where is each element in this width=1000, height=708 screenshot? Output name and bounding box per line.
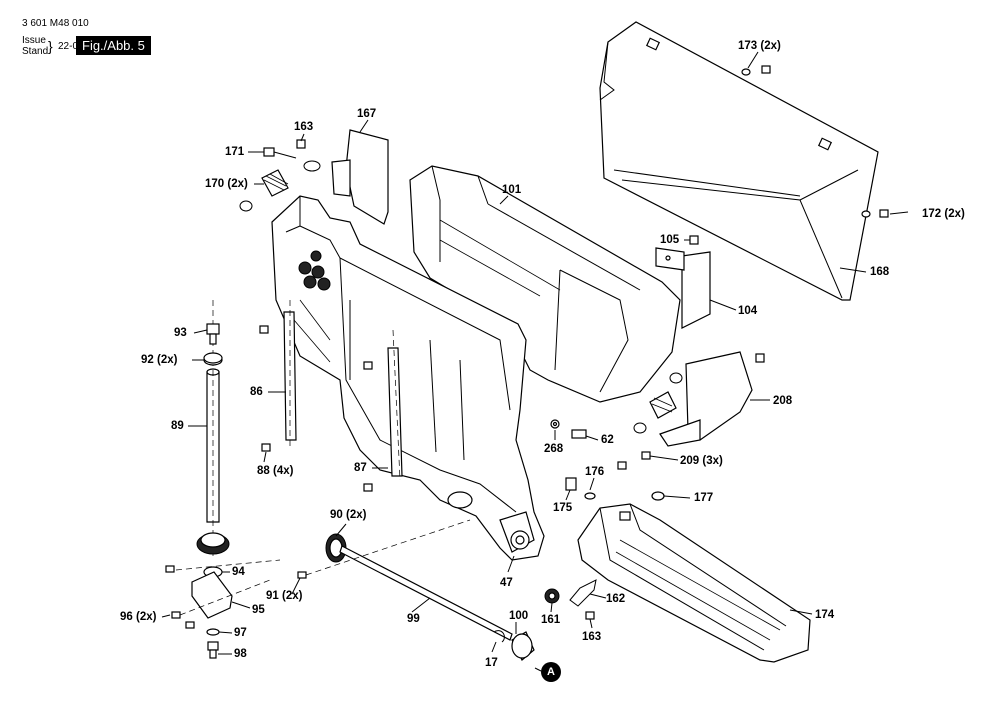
callout-47: 47 — [500, 577, 513, 589]
callout-97: 97 — [234, 627, 247, 639]
callout-173: 173 (2x) — [738, 40, 781, 52]
adjuster-assembly-94-95 — [165, 532, 281, 659]
reference-marker-a: A — [541, 662, 561, 682]
rods — [206, 300, 403, 560]
callout-87: 87 — [354, 462, 367, 474]
callout-161: 161 — [541, 614, 561, 626]
callout-95: 95 — [252, 604, 265, 616]
callout-86: 86 — [250, 386, 263, 398]
guard-208 — [633, 351, 765, 447]
figure-badge: Fig./Abb. 5 — [76, 36, 151, 55]
callout-62: 62 — [601, 434, 614, 446]
stand-label: Stand — [22, 46, 49, 57]
callout-98: 98 — [234, 648, 247, 660]
callout-17: 17 — [485, 657, 498, 669]
bracket-167-spring-170 — [239, 129, 389, 225]
callout-174: 174 — [815, 609, 835, 621]
callout-170: 170 (2x) — [205, 178, 248, 190]
callout-175: 175 — [553, 502, 573, 514]
issue-label: Issue — [22, 35, 46, 46]
callout-101: 101 — [502, 184, 522, 196]
callout-163-top: 163 — [294, 121, 314, 133]
callout-89: 89 — [171, 420, 184, 432]
callout-268: 268 — [544, 443, 564, 455]
leader-lines — [161, 51, 909, 672]
callout-177: 177 — [694, 492, 714, 504]
part-174-chute — [577, 503, 811, 663]
callout-99: 99 — [407, 613, 420, 625]
side-plate-104 — [655, 235, 711, 329]
callout-94: 94 — [232, 566, 245, 578]
callout-90: 90 (2x) — [330, 509, 367, 521]
small-fasteners — [259, 65, 889, 620]
callout-209: 209 (3x) — [680, 455, 723, 467]
screw-93-washer-92 — [203, 323, 223, 366]
callout-93: 93 — [174, 327, 187, 339]
callout-163-bottom: 163 — [582, 631, 602, 643]
callout-92: 92 (2x) — [141, 354, 178, 366]
callout-104: 104 — [738, 305, 758, 317]
part-47-base-frame — [271, 195, 545, 561]
header-brace: } — [48, 38, 53, 54]
part-168-cover-panel — [599, 21, 879, 301]
callout-171: 171 — [225, 146, 245, 158]
callout-91: 91 (2x) — [266, 590, 303, 602]
callout-88: 88 (4x) — [257, 465, 294, 477]
callout-105: 105 — [660, 234, 680, 246]
callout-100: 100 — [509, 610, 529, 622]
callout-168: 168 — [870, 266, 890, 278]
document-number: 3 601 M48 010 — [22, 18, 89, 29]
callout-96: 96 (2x) — [120, 611, 157, 623]
callout-172: 172 (2x) — [922, 208, 965, 220]
shaft-assembly-99 — [297, 519, 535, 661]
callout-176: 176 — [585, 466, 605, 478]
callout-208: 208 — [773, 395, 793, 407]
callout-167: 167 — [357, 108, 377, 120]
callout-162: 162 — [606, 593, 626, 605]
part-101-housing — [409, 165, 681, 403]
